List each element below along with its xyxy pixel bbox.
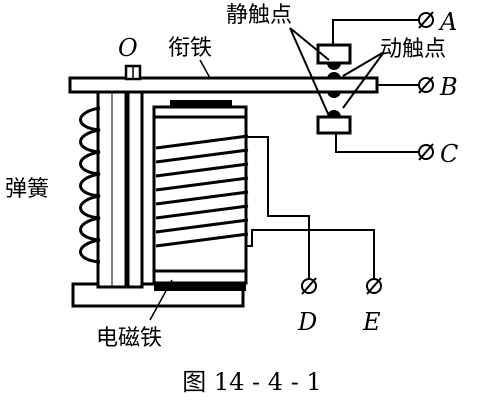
upper-static-contact-tip	[327, 63, 341, 70]
terminal-b-symbol	[418, 76, 434, 94]
magnet-top-shadow	[170, 100, 232, 107]
label-terminal-a: A	[438, 8, 457, 36]
leader-armature	[199, 59, 211, 79]
base-core-shadow	[154, 283, 246, 291]
moving-contact-top	[327, 72, 341, 79]
label-electromagnet: 电磁铁	[96, 326, 162, 351]
lower-static-contact-tip	[327, 110, 341, 117]
wire-to-d	[246, 136, 310, 278]
lower-static-contact-block	[316, 115, 352, 135]
label-pivot-o: O	[118, 34, 138, 62]
label-terminal-b: B	[439, 73, 458, 101]
wire-to-a	[332, 19, 419, 47]
leader-moving-1	[342, 51, 385, 77]
terminal-e-symbol	[366, 277, 382, 295]
spring-post	[126, 90, 144, 289]
moving-contact-bottom	[327, 91, 341, 98]
wire-to-e	[246, 229, 375, 278]
label-terminal-d: D	[297, 308, 317, 336]
label-terminal-e: E	[362, 308, 381, 336]
leader-electromagnet	[149, 279, 173, 321]
leader-static-upper	[289, 27, 330, 61]
wire-to-c	[335, 133, 419, 153]
magnet-bottom-pole	[152, 269, 248, 285]
coil-windings	[155, 134, 249, 248]
label-terminal-c: C	[440, 140, 458, 168]
label-moving-contact: 动触点	[380, 37, 446, 62]
leader-static-lower	[289, 27, 330, 117]
label-armature: 衔铁	[168, 36, 212, 61]
label-spring: 弹簧	[5, 177, 49, 202]
armature-lever	[68, 76, 379, 94]
spring-coil	[79, 106, 101, 264]
figure-caption: 图 14 - 4 - 1	[182, 368, 321, 396]
label-static-contact: 静触点	[226, 3, 292, 28]
leader-moving-2	[342, 51, 385, 109]
terminal-c-symbol	[418, 143, 434, 161]
terminal-d-symbol	[301, 277, 317, 295]
terminal-a-symbol	[418, 11, 434, 29]
